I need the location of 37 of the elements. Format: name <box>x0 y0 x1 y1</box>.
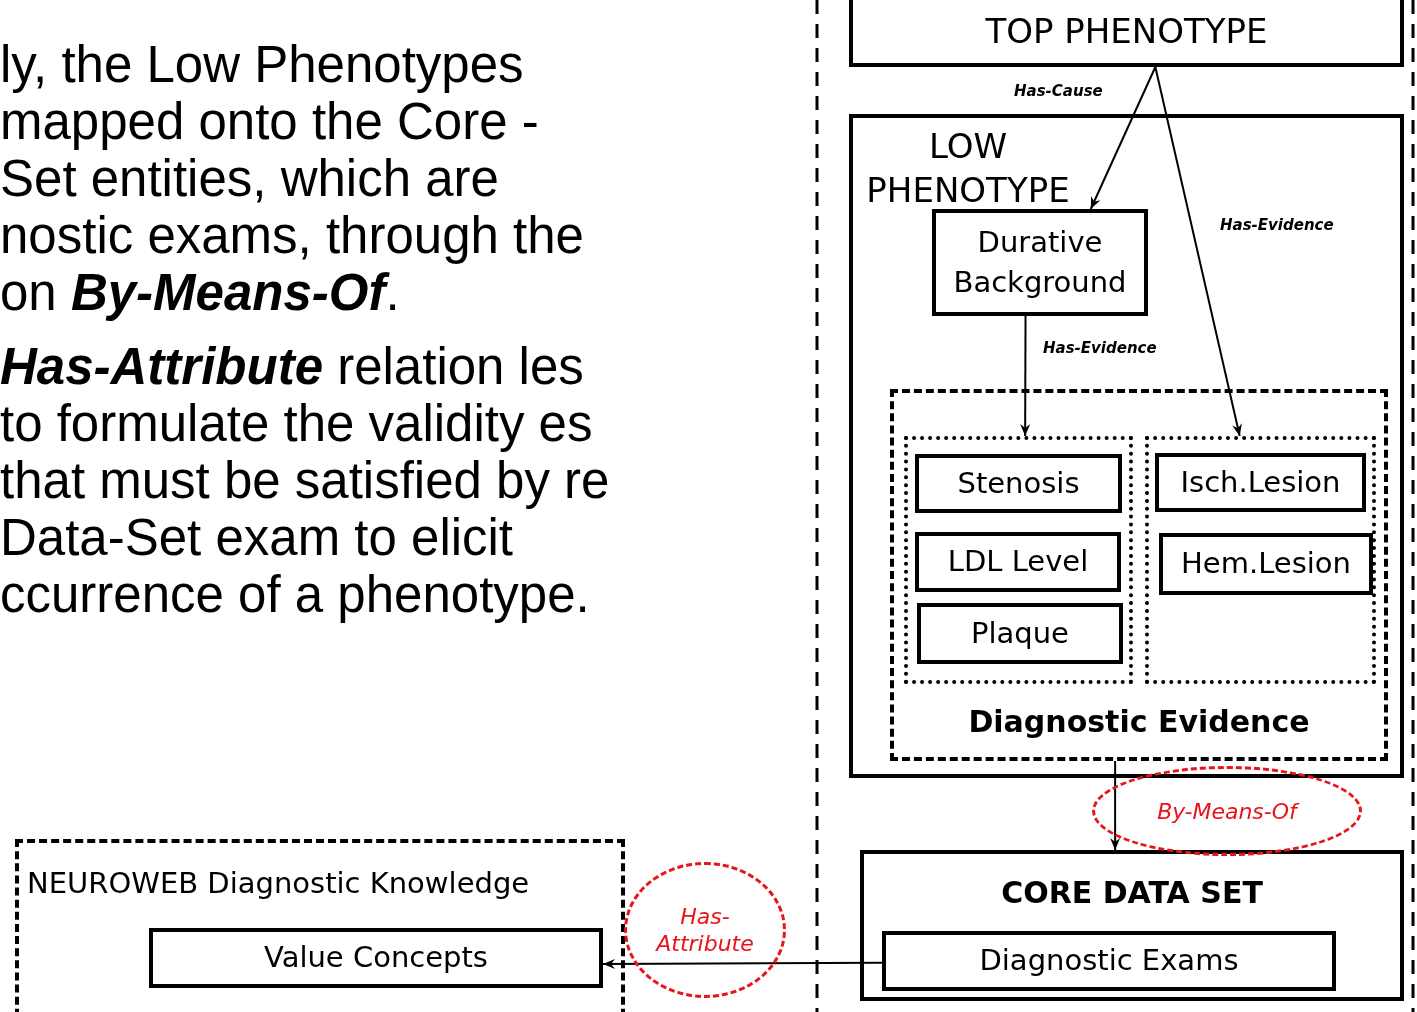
concept-box <box>1159 533 1373 595</box>
dataset-box <box>860 850 1404 1001</box>
concept-box <box>915 454 1122 513</box>
arrow <box>1089 66 1157 210</box>
paragraph: Has-Attribute relation les to formulate the validity es that must be satisfied by re Data-Set exam to elicit ccurrence of a phenotype. <box>0 338 611 623</box>
concept-box <box>1155 453 1366 512</box>
node-label: NEUROWEB Diagnostic Knowledge <box>27 867 531 901</box>
group-box <box>904 436 1133 684</box>
concept-box <box>882 931 1336 991</box>
paragraph: ly, the Low Phenotypes mapped onto the Core -Set entities, which are nostic exams, through the on By-Means-Of. <box>0 36 585 321</box>
phenotype-box <box>849 0 1404 67</box>
group-box <box>1145 436 1376 684</box>
node-label: TOP PHENOTYPE <box>984 12 1269 52</box>
node-label: LDL Level <box>947 545 1089 579</box>
node-label: Value Concepts <box>264 941 488 975</box>
node-label: Durative Background <box>952 224 1128 301</box>
node-label: Diagnostic Evidence <box>967 705 1311 740</box>
arrow <box>1154 66 1242 437</box>
node-label: Diagnostic Exams <box>979 944 1239 978</box>
edge-label: By-Means-Of <box>1092 766 1362 856</box>
concept-box <box>917 603 1123 664</box>
node-label: CORE DATA SET <box>1000 876 1264 911</box>
concept-box <box>915 532 1121 592</box>
arrow <box>1110 760 1121 851</box>
node-label: Hem.Lesion <box>1181 547 1351 581</box>
node-label: LOW PHENOTYPE <box>865 125 1071 213</box>
group-box <box>890 389 1388 761</box>
concept-box <box>149 928 603 988</box>
concept-box <box>932 209 1148 316</box>
node-label: Stenosis <box>957 466 1080 501</box>
node-label: Isch.Lesion <box>1180 465 1341 500</box>
edge-label: Has-Attribute <box>624 862 786 998</box>
phenotype-box <box>849 114 1404 778</box>
node-label: Plaque <box>971 616 1069 651</box>
knowledge-box <box>15 839 625 1012</box>
arrow <box>602 958 883 969</box>
arrow <box>1020 315 1031 437</box>
